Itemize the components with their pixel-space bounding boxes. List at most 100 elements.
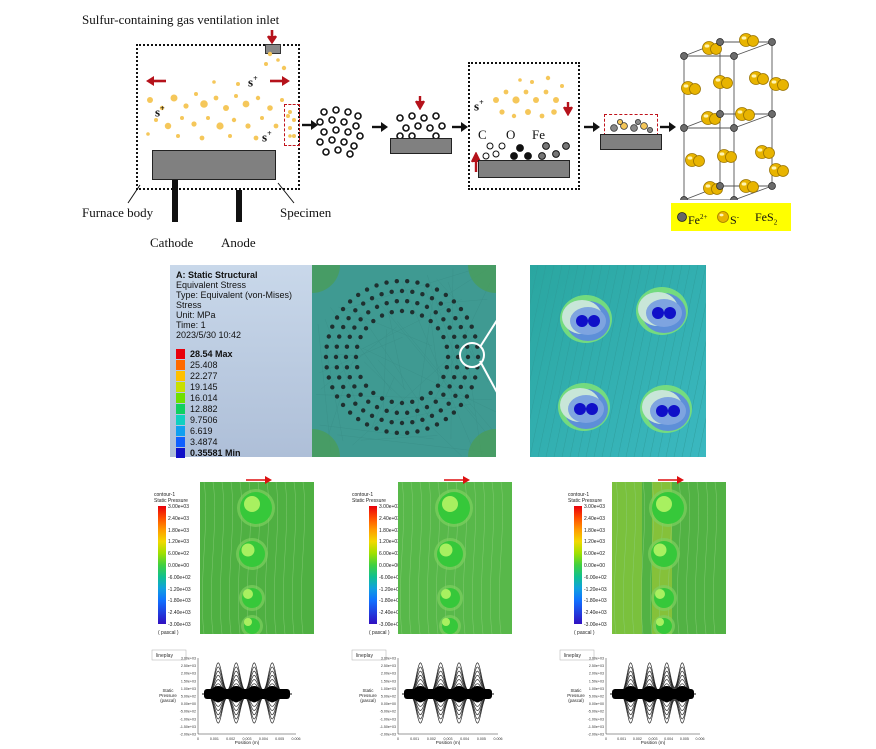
plot-y-tick: -5.00e+02 <box>380 710 396 714</box>
stress-scale-label: 3.4874 <box>190 437 218 447</box>
plot-y-tick: -2.00e+03 <box>180 733 196 737</box>
stress-scale-row: 3.4874 <box>176 436 312 447</box>
specimen-label: Specimen <box>280 206 331 220</box>
stress-scale-swatch <box>176 393 185 403</box>
cathode-label: Cathode <box>150 236 193 250</box>
flow-arrow-icon <box>372 122 388 132</box>
plot-x-label: Position (m) <box>641 740 666 745</box>
fe-ion-icon <box>676 211 688 223</box>
plot-y-tick: -1.50e+03 <box>588 725 604 729</box>
plot-y-tick: 1.00e+03 <box>381 687 396 691</box>
plot-x-tick: 0.005 <box>275 737 284 741</box>
pressure-line-plot: lineplay3.00e+032.50e+032.00e+031.50e+03… <box>350 648 504 746</box>
plot-x-tick: 0.001 <box>410 737 419 741</box>
stress-line-1: Equivalent Stress <box>176 280 312 290</box>
cfd-contour-plot <box>612 482 726 634</box>
pressure-line-plot: lineplay3.00e+032.50e+032.00e+031.50e+03… <box>558 648 706 746</box>
cfd-scale-label: 1.80e+03 <box>379 528 400 534</box>
plot-x-label: Position (m) <box>436 740 461 745</box>
ion-cluster <box>314 106 366 158</box>
cfd-scale-label: 3.00e+03 <box>379 504 400 510</box>
plot-y-tick: 2.00e+03 <box>381 672 396 676</box>
cfd-scale-label: 0.00e+00 <box>584 563 605 569</box>
plot-x-tick: 0.006 <box>696 737 705 741</box>
ion-label: s+ <box>262 127 272 144</box>
pressure-line-plot: lineplay3.00e+032.50e+032.00e+031.50e+03… <box>150 648 302 746</box>
flow-arrow-icon <box>584 122 600 132</box>
plot-y-label: (pascal) <box>160 698 176 703</box>
s-ion-icon <box>716 210 730 224</box>
plot-y-tick: 0.00e+00 <box>589 702 604 706</box>
cfd-legend: contour-1Static Pressure <box>154 492 200 504</box>
plot-x-tick: 0.004 <box>259 737 268 741</box>
stress-scale-label: 0.35581 Min <box>190 448 241 458</box>
stress-scale-swatch <box>176 415 185 425</box>
plot-x-tick: 0.006 <box>494 737 503 741</box>
cfd-unit: ( pascal ) <box>574 630 595 636</box>
specimen-plate <box>390 138 452 154</box>
stress-scale-swatch <box>176 448 185 458</box>
cfd-scale-label: -1.80e+03 <box>584 598 607 604</box>
plot-x-label: Position (m) <box>235 740 260 745</box>
plot-x-tick: 0.002 <box>427 737 436 741</box>
stress-scale-label: 28.54 Max <box>190 349 233 359</box>
cfd-legend: contour-1Static Pressure <box>352 492 398 504</box>
cfd-scale-label: 6.00e+02 <box>584 551 605 557</box>
plot-x-tick: 0.006 <box>292 737 301 741</box>
plot-y-tick: 1.50e+03 <box>181 679 196 683</box>
stress-title: A: Static Structural <box>176 270 312 280</box>
plot-y-tick: 2.00e+03 <box>181 672 196 676</box>
surface-sulfur-cloud <box>472 66 576 126</box>
right-arrow-icon <box>270 76 290 86</box>
stress-line-3: Unit: MPa <box>176 310 312 320</box>
flow-arrow-icon <box>452 122 468 132</box>
cfd-scale-label: 1.80e+03 <box>584 528 605 534</box>
stress-scale-swatch <box>176 404 185 414</box>
furnace-label: Furnace body <box>82 206 153 220</box>
plot-y-tick: 3.00e+03 <box>381 657 396 661</box>
plot-y-tick: -1.00e+03 <box>380 717 396 721</box>
cfd-scale-label: 0.00e+00 <box>168 563 189 569</box>
ion-label: s+ <box>248 72 258 89</box>
plot-y-tick: -2.00e+03 <box>588 733 604 737</box>
plot-x-tick: 0 <box>605 737 607 741</box>
cfd-scale-label: 1.20e+03 <box>584 539 605 545</box>
plot-y-tick: 1.50e+03 <box>589 679 604 683</box>
cfd-scale-label: -1.20e+03 <box>168 587 191 593</box>
stress-scale-row: 25.408 <box>176 359 312 370</box>
plot-x-tick: 0.004 <box>460 737 469 741</box>
plot-x-tick: 0.001 <box>617 737 626 741</box>
zoom-region-dots <box>286 106 298 144</box>
stress-scale-label: 19.145 <box>190 382 218 392</box>
plot-y-tick: 1.00e+03 <box>181 687 196 691</box>
stress-scale-label: 16.014 <box>190 393 218 403</box>
stress-scale-row: 6.619 <box>176 425 312 436</box>
cfd-scale-label: 2.40e+03 <box>379 516 400 522</box>
reaction-substrate <box>478 160 570 178</box>
cfd-legend: contour-1Static Pressure <box>568 492 614 504</box>
plot-legend-label: lineplay <box>156 653 173 659</box>
stress-scale-label: 25.408 <box>190 360 218 370</box>
plot-x-tick: 0 <box>397 737 399 741</box>
stress-line-2: Type: Equivalent (von-Mises) Stress <box>176 290 312 310</box>
inlet-label: Sulfur-containing gas ventilation inlet <box>82 13 279 27</box>
plot-y-tick: -1.00e+03 <box>180 717 196 721</box>
stress-scale-swatch <box>176 360 185 370</box>
cfd-color-bar <box>574 506 582 624</box>
plot-y-tick: 3.00e+03 <box>589 657 604 661</box>
cfd-scale-label: 1.20e+03 <box>379 539 400 545</box>
inlet-down-arrow-icon <box>265 30 279 44</box>
plot-y-tick: 5.00e+02 <box>381 695 396 699</box>
cfd-scale-label: 1.80e+03 <box>168 528 189 534</box>
stress-scale-row: 28.54 Max <box>176 348 312 359</box>
plot-y-tick: 2.50e+03 <box>589 664 604 668</box>
cfd-unit: ( pascal ) <box>369 630 390 636</box>
flow-direction-arrow-icon <box>658 476 684 484</box>
flow-direction-arrow-icon <box>444 476 470 484</box>
plot-y-tick: 1.00e+03 <box>589 687 604 691</box>
cfd-scale-label: -2.40e+03 <box>168 610 191 616</box>
cfd-scale-label: -6.00e+02 <box>168 575 191 581</box>
plot-y-tick: -5.00e+02 <box>588 710 604 714</box>
stress-scale-label: 6.619 <box>190 426 213 436</box>
cfd-scale-label: -6.00e+02 <box>584 575 607 581</box>
